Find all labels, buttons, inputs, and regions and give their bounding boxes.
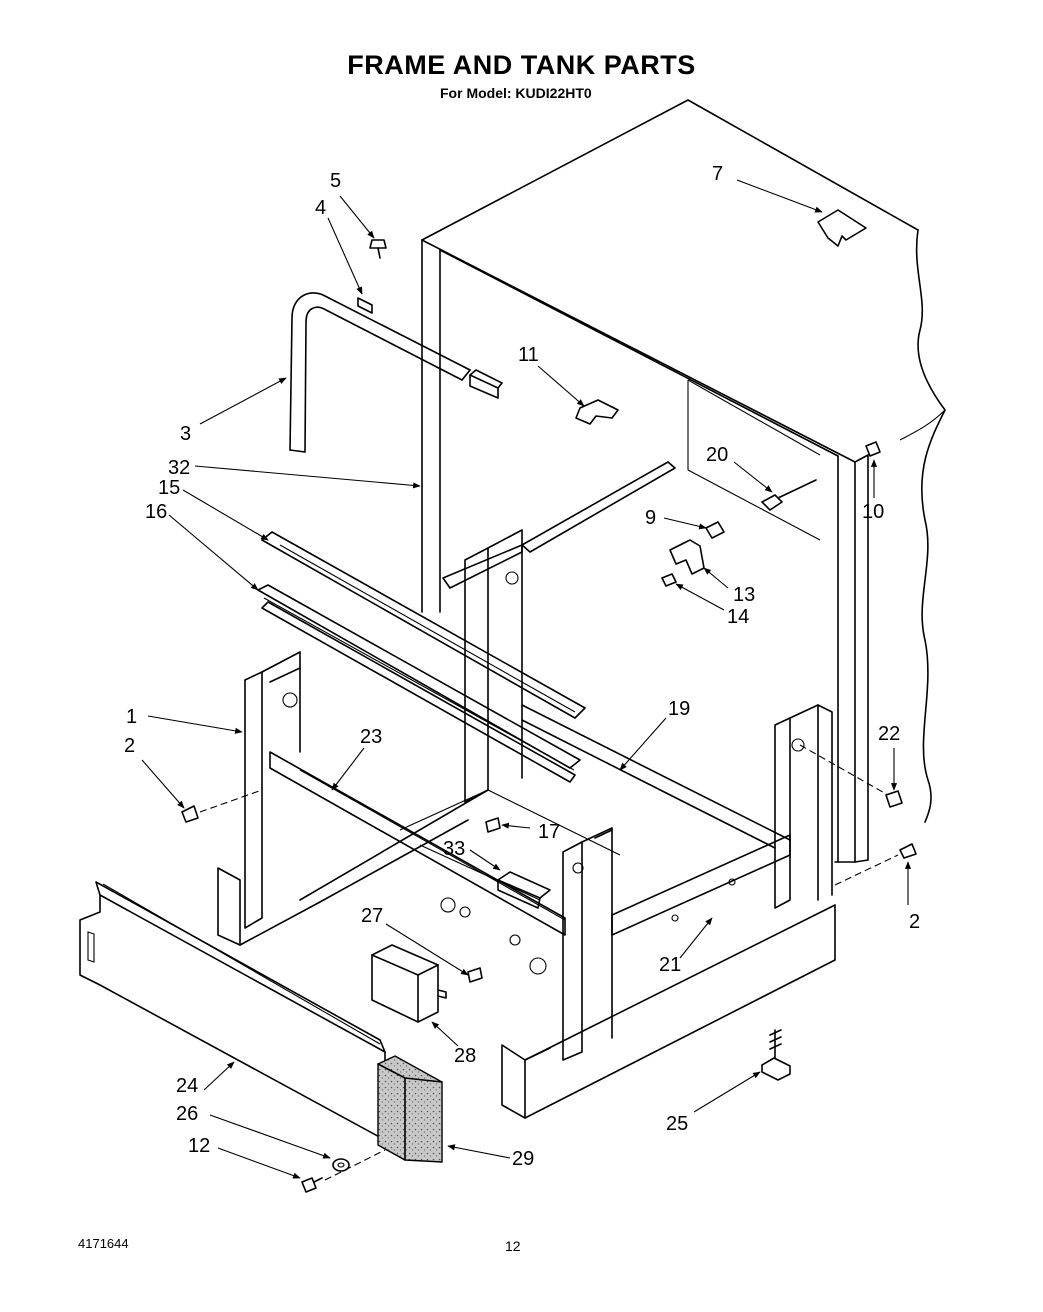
callout-15: 15 bbox=[158, 477, 180, 499]
trim-strip-part-15 bbox=[261, 531, 586, 719]
nut-part-10 bbox=[865, 441, 881, 457]
screw-part-17 bbox=[485, 817, 501, 833]
callout-leaders bbox=[141, 179, 912, 1179]
callout-1: 1 bbox=[126, 706, 137, 728]
callout-22: 22 bbox=[878, 723, 900, 745]
page-number: 12 bbox=[505, 1238, 521, 1254]
callout-2-right: 2 bbox=[909, 911, 920, 933]
screw-part-5 bbox=[369, 239, 387, 259]
callout-11: 11 bbox=[518, 344, 539, 366]
callout-labels: 1 2 2 3 4 5 7 9 10 11 12 13 14 15 16 17 … bbox=[124, 163, 920, 1170]
model-subtitle: For Model: KUDI22HT0 bbox=[440, 85, 592, 101]
fitting-part-20 bbox=[761, 479, 817, 511]
screw-part-2-right bbox=[899, 843, 917, 859]
callout-20: 20 bbox=[706, 444, 728, 466]
callout-29: 29 bbox=[512, 1148, 534, 1170]
tank-body bbox=[421, 99, 946, 863]
callout-21: 21 bbox=[659, 954, 681, 976]
callout-2-left: 2 bbox=[124, 735, 135, 757]
bracket-part-13 bbox=[669, 539, 705, 575]
junction-box-part-28 bbox=[371, 944, 447, 1023]
callout-14: 14 bbox=[727, 606, 749, 628]
tank-inner-rail bbox=[442, 461, 676, 589]
callout-5: 5 bbox=[330, 170, 341, 192]
callout-19: 19 bbox=[668, 698, 690, 720]
callout-7: 7 bbox=[712, 163, 723, 185]
callout-16: 16 bbox=[145, 501, 167, 523]
callout-9: 9 bbox=[645, 507, 656, 529]
callout-28: 28 bbox=[454, 1045, 476, 1067]
bracket-part-7 bbox=[817, 209, 867, 247]
base-frame bbox=[199, 529, 899, 1119]
callout-12: 12 bbox=[188, 1135, 210, 1157]
callout-23: 23 bbox=[360, 726, 382, 748]
pad-part-33 bbox=[497, 871, 551, 909]
callout-25: 25 bbox=[666, 1113, 688, 1135]
screw-part-12 bbox=[301, 1177, 323, 1193]
fitting-part-9 bbox=[705, 521, 725, 539]
leveling-leg-part-25 bbox=[761, 1029, 791, 1081]
clip-part-11 bbox=[575, 399, 619, 425]
callout-4: 4 bbox=[315, 197, 326, 219]
callout-13: 13 bbox=[733, 584, 755, 606]
screw-part-27 bbox=[467, 967, 483, 983]
door-gasket-part-3 bbox=[289, 292, 471, 453]
callout-10: 10 bbox=[862, 501, 884, 523]
screw-alignment-line bbox=[324, 1149, 386, 1181]
gasket-clip-part-4 bbox=[357, 297, 373, 314]
screw-part-22 bbox=[885, 790, 903, 808]
document-number: 4171644 bbox=[78, 1236, 129, 1251]
hose-end-fitting bbox=[469, 369, 503, 399]
screw-part-14 bbox=[661, 573, 677, 587]
callout-32: 32 bbox=[168, 457, 190, 479]
callout-17: 17 bbox=[538, 821, 560, 843]
washer-part-26 bbox=[332, 1158, 350, 1172]
callout-33: 33 bbox=[443, 838, 465, 860]
callout-24: 24 bbox=[176, 1075, 198, 1097]
toe-panel-part-24 bbox=[79, 881, 386, 1141]
callout-27: 27 bbox=[361, 905, 383, 927]
insulation-pad-part-29 bbox=[377, 1055, 443, 1163]
callout-26: 26 bbox=[176, 1103, 198, 1125]
callout-3: 3 bbox=[180, 423, 191, 445]
screw-part-2-left bbox=[181, 805, 199, 823]
page-title: FRAME AND TANK PARTS bbox=[347, 50, 696, 80]
